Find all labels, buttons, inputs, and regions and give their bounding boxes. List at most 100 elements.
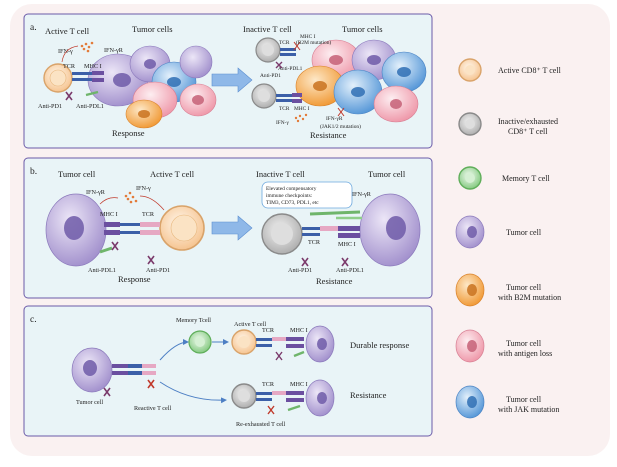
panel-c-resistance-label: Resistance [350,390,387,400]
nucleus [192,95,204,105]
nucleus [238,390,250,402]
tcr-label: TCR [142,211,155,218]
memory-tcell-label: Memory Tcell [176,317,211,324]
tumor-cell-label: Tumor cell [76,399,103,406]
anti-pd1-antibody [275,61,283,69]
anti-pd1-antibody [147,255,155,265]
panel-a-active-t-label: Active T cell [45,26,90,36]
anti-pdl1-label: Anti-PDL1 [336,267,364,274]
ifn-arrow [99,197,119,205]
legend-item-tumor-jak: Tumor cell with JAK mutation [455,385,559,419]
tcr-receptor [256,398,272,401]
legend-label: Inactive/exhausted [498,117,558,126]
ifn-gamma-particles [294,113,308,123]
nucleus [49,69,67,87]
legend-item-tumor-b2m: Tumor cell with B2M mutation [455,273,561,307]
ifn-gamma-r-label: IFN-γR [352,191,372,198]
legend-label: with antigen loss [498,349,552,358]
ifn-gamma-r-label: IFN-γR [326,116,343,122]
nucleus [64,216,84,240]
tcr-receptor [140,230,160,235]
tcr-receptor [280,53,296,56]
nucleus [170,214,198,242]
durable-response-label: Durable response [350,340,409,350]
legend-label: with B2M mutation [498,293,561,302]
legend-label: Memory T cell [502,174,550,183]
anti-pdl1-antibody [111,241,119,251]
b2m-mutation-label: (B2M mutation) [296,39,331,46]
anti-pdl1-antibody [341,257,349,267]
mhc1-label: MHC I [294,106,310,112]
tcr-receptor [72,72,92,75]
legend-item-active-t: Active CD8⁺ T cell [458,58,562,82]
tcr-receptor [120,231,140,234]
checkpoint-line-2: immune checkpoints: [266,193,313,199]
nucleus [390,99,402,109]
pdl1-molecule [99,246,113,254]
ifn-gamma-r-label: IFN-γR [104,47,124,54]
panel-a-response-label: Response [112,128,145,138]
ifn-arrow [61,45,79,63]
tcr-label: TCR [308,239,321,246]
tcr-receptor [302,227,320,230]
mhc1-molecule [92,78,104,82]
nucleus [329,55,343,65]
tcr-receptor [280,48,296,51]
nucleus [113,73,131,87]
panel-b-tumor-right-label: Tumor cell [368,169,406,179]
tcr-label: TCR [262,327,275,334]
panel-b-active-t-label: Active T cell [150,169,195,179]
legend-item-inactive-t: Inactive/exhausted CD8⁺ T cell [458,112,558,136]
legend: Active CD8⁺ T cell Inactive/exhausted CD… [455,58,562,419]
mhc1-label: MHC I [290,381,308,388]
mhc1-molecule [104,222,120,227]
mhc1-molecule [292,99,302,103]
mhc1-molecule [286,344,304,348]
anti-pdl1-label: Anti-PDL1 [76,103,104,110]
anti-pd1-label: Anti-PD1 [260,73,281,79]
antibody [267,405,275,415]
tcr-receptor [276,94,292,97]
antibody [147,379,155,389]
anti-pd1-label: Anti-PD1 [146,267,170,274]
tcr-receptor [72,78,92,81]
mhc1-molecule [286,391,304,395]
tcr-receptor [128,364,142,368]
panel-a-tumor-right-label: Tumor cells [342,24,383,34]
ifn-gamma-particles [80,41,94,53]
anti-pdl1-label: Anti-PDL1 [88,267,116,274]
nucleus [317,392,327,404]
tcr-receptor [276,99,292,102]
nucleus [351,87,365,97]
panel-a-resistance-label: Resistance [310,130,347,140]
ifn-gamma-particles [124,191,138,204]
reactive-t-label: Reactive T cell [134,405,172,412]
panel-a-inactive-t-label: Inactive T cell [243,24,292,34]
mhc1-label: MHC I [84,63,102,70]
pdl1-molecule [287,404,301,412]
anti-pd1-antibody [65,91,73,101]
nucleus [138,110,150,118]
nucleus [386,216,406,240]
b2m-mutation-mark [293,41,301,51]
active-t-label: Active T cell [234,321,266,328]
re-exhausted-label: Re-exhausted T cell [236,421,286,428]
legend-item-memory-t: Memory T cell [458,166,550,190]
path-to-resistance [159,381,227,404]
mhc1-molecule [112,371,128,375]
nucleus [397,67,411,77]
anti-pd1-label: Anti-PD1 [38,103,62,110]
jak-mutation-label: (JAK1/2 mutation) [320,123,361,130]
tcr-receptor [272,337,286,341]
panel-b-letter: b. [30,167,37,177]
checkpoint-line-1: Elevated compensatory [266,186,317,192]
tcr-receptor [142,364,156,368]
tcr-label: TCR [262,381,275,388]
anti-pd1-label: Anti-PD1 [288,267,312,274]
legend-label: Active CD8⁺ T cell [498,66,562,75]
mhc1-molecule [112,364,128,368]
mhc1-label: MHC I [290,327,308,334]
tumor-cluster-left [87,45,217,129]
